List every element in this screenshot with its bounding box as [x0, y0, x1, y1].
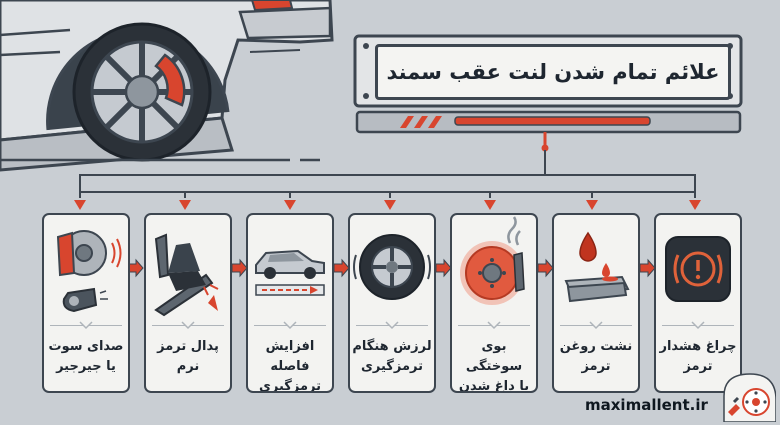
- step-label-line2: یا داغ شدن: [458, 379, 530, 393]
- step-label-line2: یا جیرجیر: [56, 359, 116, 374]
- page-title: علائم تمام شدن لنت عقب سمند: [375, 44, 731, 100]
- step-label: لرزش هنگام ترمزگیری: [352, 337, 432, 387]
- vibrating-wheel-icon: [353, 234, 431, 300]
- step-label: چراغ هشدار ترمز: [658, 337, 738, 387]
- connector-lines: [79, 150, 696, 198]
- step-card-stopping-distance: افزایش فاصله ترمزگیری: [246, 213, 334, 393]
- step-label-line1: چراغ هشدار: [659, 339, 737, 354]
- connector-arrowheads: [74, 200, 701, 210]
- step-label: بوی سوختگی یا داغ شدن: [454, 337, 534, 391]
- chevron-down-icon: [283, 321, 297, 330]
- chevron-down-icon: [181, 321, 195, 330]
- step-label: افزایش فاصله ترمزگیری: [250, 337, 330, 391]
- car-stopping-distance-icon: [255, 249, 325, 296]
- chevron-down-icon: [589, 321, 603, 330]
- car-illustration: [0, 0, 334, 172]
- step-label-line1: بوی سوختگی: [465, 339, 523, 374]
- chevron-down-icon: [385, 321, 399, 330]
- step-card-braking-vibration: لرزش هنگام ترمزگیری: [348, 213, 436, 393]
- brake-warning-light-icon: [665, 236, 731, 302]
- step-label-line1: لرزش هنگام: [352, 339, 432, 354]
- step-label: پدال ترمز نرم: [148, 337, 228, 387]
- step-label-line1: صدای سوت: [48, 339, 124, 354]
- brake-caliper-whistle-icon: [56, 230, 122, 313]
- step-label-line1: نشت روغن: [559, 339, 633, 354]
- step-label-line2: نرم: [176, 359, 200, 374]
- step-label-line1: پدال ترمز: [157, 339, 219, 354]
- hot-brake-disc-icon: [460, 216, 525, 305]
- site-logo: [723, 373, 776, 422]
- step-card-fluid-leak: نشت روغن ترمز: [552, 213, 640, 393]
- flow-arrows: [127, 258, 656, 278]
- step-label: صدای سوت یا جیرجیر: [46, 337, 126, 387]
- step-card-warning-light: چراغ هشدار ترمز: [654, 213, 742, 393]
- chevron-down-icon: [691, 321, 705, 330]
- step-label-line2: ترمز: [581, 359, 611, 374]
- step-card-burning-smell: بوی سوختگی یا داغ شدن: [450, 213, 538, 393]
- step-label-line2: ترمز: [683, 359, 713, 374]
- step-label-line1: افزایش فاصله: [265, 339, 315, 374]
- website-url[interactable]: maximallent.ir: [585, 396, 708, 414]
- brake-fluid-leak-icon: [564, 231, 630, 303]
- chevron-down-icon: [487, 321, 501, 330]
- step-label-line2: ترمزگیری: [361, 359, 423, 374]
- step-card-whistle-noise: صدای سوت یا جیرجیر: [42, 213, 130, 393]
- step-label-line2: ترمزگیری: [259, 379, 321, 393]
- chevron-down-icon: [79, 321, 93, 330]
- step-card-soft-pedal: پدال ترمز نرم: [144, 213, 232, 393]
- brake-pedal-icon: [154, 233, 219, 317]
- step-label: نشت روغن ترمز: [556, 337, 636, 387]
